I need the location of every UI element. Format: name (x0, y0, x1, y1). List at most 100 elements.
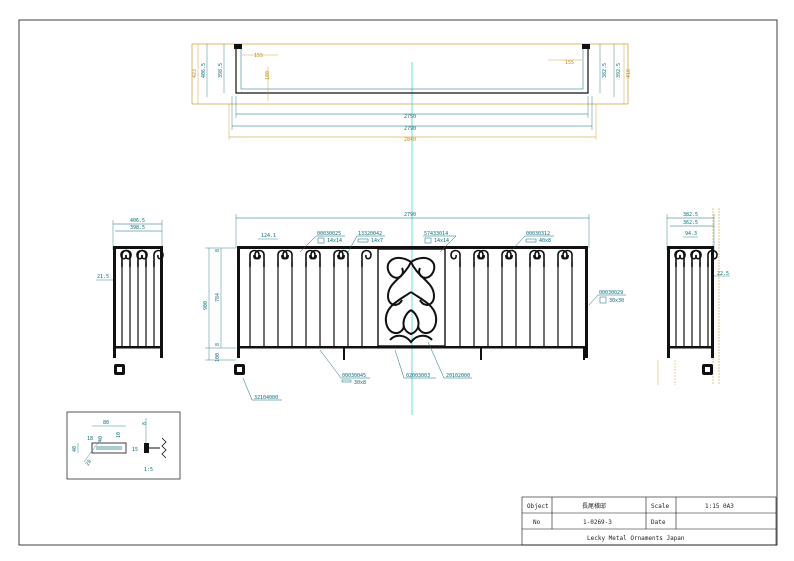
front-dim-top-8: 8 (215, 249, 221, 252)
plan-dim-392: 392.5 (616, 63, 622, 78)
left-side-view (96, 220, 163, 375)
scroll-mark (254, 249, 265, 267)
plan-rail (235, 46, 589, 94)
callout-code-9: 32104000 (254, 395, 278, 401)
plan-dim-406: 406.5 (201, 63, 207, 78)
tb-scale-label: Scale (651, 503, 669, 510)
callout-code-7: 02003003 (406, 373, 430, 379)
scroll-mark (534, 249, 545, 267)
plan-dim-left-100: 100 (265, 71, 271, 80)
callout-code-6: 00030045 (342, 373, 366, 379)
plan-dim-2790: 2790 (404, 126, 416, 132)
front-dim-bottom-8: 8 (215, 343, 221, 346)
tb-object-value: 長尾様邸 (582, 502, 606, 510)
left-dim-offset: 21.5 (97, 274, 109, 280)
callout-size-1: 14x14 (327, 238, 342, 244)
scroll-mark (506, 249, 517, 267)
scroll-mark (361, 249, 372, 267)
left-dim-398: 398.5 (130, 225, 145, 231)
front-post-right (585, 246, 588, 358)
right-dim-offset: 22.5 (717, 271, 729, 277)
tb-no-label: No (533, 519, 541, 526)
detail-dim-40: 40 (72, 446, 78, 452)
scroll-mark (305, 249, 316, 267)
right-dim-94: 94.3 (685, 231, 697, 237)
scroll-mark (136, 249, 147, 267)
scroll-mark (333, 249, 344, 267)
detail-dim-20: 20 (85, 459, 93, 467)
plan-post-right (582, 44, 590, 49)
callout-code-5: 00030029 (599, 290, 623, 296)
plan-rail-inner (240, 48, 584, 90)
tb-scale-value: 1:15 0A3 (705, 503, 734, 510)
plan-dim-382: 382.5 (602, 63, 608, 78)
scroll-mark (478, 249, 489, 267)
plan-outer-orange (191, 43, 629, 105)
scroll-mark (338, 249, 349, 267)
scroll-mark (562, 249, 573, 267)
left-dim-406: 406.5 (130, 218, 145, 224)
front-dim-pitch: 124.1 (261, 233, 276, 239)
plan-dim-2840: 2840 (404, 137, 416, 143)
plan-dim-398: 398.5 (218, 63, 224, 78)
scroll-mark (557, 249, 568, 267)
front-center-panel (377, 248, 446, 347)
scroll-mark (153, 249, 164, 267)
callout-code-3: 57433014 (424, 231, 448, 237)
plan-dim-423: 423 (192, 69, 198, 78)
plan-dim-2750: 2750 (404, 114, 416, 120)
right-dim-362: 362.5 (683, 220, 698, 226)
tb-object-label: Object (527, 503, 549, 510)
center-ornament (384, 256, 438, 344)
plan-dim-right-155: 155 (565, 60, 574, 66)
callout-code-8: 20102000 (446, 373, 470, 379)
plan-post-left (234, 44, 242, 49)
callout-size-6: 30x8 (354, 380, 366, 386)
front-dim-900: 900 (203, 301, 209, 310)
sheet-border (18, 19, 778, 546)
callout-size-3: 14x14 (434, 238, 449, 244)
front-bottom-rail (237, 346, 588, 349)
scroll-mark (707, 249, 718, 267)
front-dim-784: 784 (215, 293, 221, 302)
plan-dim-410: 410 (626, 69, 632, 78)
front-post-left (237, 246, 240, 358)
callout-code-1: 00030025 (317, 231, 341, 237)
detail-scale: 1:5 (144, 467, 153, 473)
right-dim-382: 382.5 (683, 212, 698, 218)
base-plate-symbol-front (234, 364, 245, 375)
front-scrolls (249, 249, 573, 267)
scroll-mark (675, 249, 686, 267)
detail-box (66, 411, 181, 480)
title-block (521, 496, 777, 546)
right-side-view (657, 208, 730, 385)
scroll-mark (121, 249, 132, 267)
front-dim-bottom-100: 100 (215, 353, 221, 362)
scroll-mark (310, 249, 321, 267)
detail-dim-80: 80 (103, 420, 109, 426)
scroll-mark (501, 249, 512, 267)
front-dim-2790: 2790 (404, 212, 416, 218)
scroll-mark (473, 249, 484, 267)
tb-date-label: Date (651, 519, 666, 526)
part-callouts (242, 235, 626, 401)
front-elevation (205, 214, 590, 361)
scroll-mark (529, 249, 540, 267)
scroll-mark (690, 249, 701, 267)
tb-company: Lecky Metal Ornaments Japan (587, 535, 685, 542)
scroll-mark (674, 249, 685, 267)
scroll-mark (691, 249, 702, 267)
scroll-mark (277, 249, 288, 267)
callout-size-4: 40x8 (539, 238, 551, 244)
callout-size-5: 30x30 (609, 298, 624, 304)
callout-code-4: 00030312 (526, 231, 550, 237)
scroll-mark (450, 249, 461, 267)
scroll-mark (249, 249, 260, 267)
top-plan-view (191, 43, 629, 140)
scroll-mark (137, 249, 148, 267)
callout-size-2: 14x7 (371, 238, 383, 244)
scroll-mark (120, 249, 131, 267)
detail-dim-8: 8 (142, 422, 148, 425)
tb-no-value: 1-0269-3 (583, 519, 612, 526)
